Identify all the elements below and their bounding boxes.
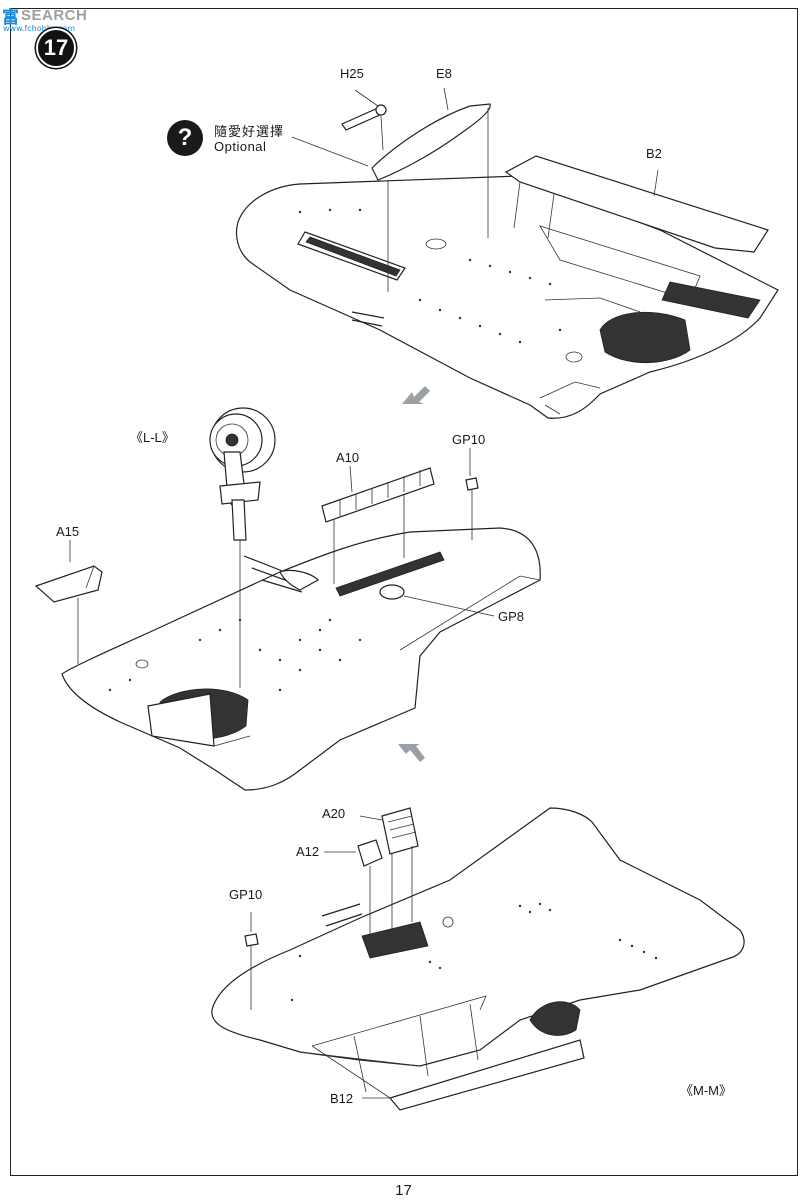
- label-b2: B2: [646, 146, 662, 161]
- label-h25: H25: [340, 66, 364, 81]
- label-gp10-top: GP10: [452, 432, 486, 447]
- final-wing-assembly: [211, 807, 745, 1111]
- lower-wing-assembly: [34, 407, 541, 791]
- part-gp10-top: [465, 477, 479, 491]
- watermark-logo: 富 SEARCH: [2, 2, 87, 28]
- question-icon: ?: [167, 120, 203, 156]
- watermark-cn: 富: [2, 7, 19, 28]
- page-number: 17: [395, 1182, 412, 1199]
- part-b12: [388, 1039, 585, 1111]
- part-gp10-bottom: [244, 933, 259, 947]
- label-a15: A15: [56, 524, 80, 539]
- label-b12: B12: [330, 1091, 354, 1106]
- watermark-url: www.fchobby.com: [3, 24, 75, 33]
- view-label-ll: 《L-L》: [130, 430, 175, 445]
- optional-label-cn: 隨愛好選擇: [214, 125, 285, 140]
- label-a12: A12: [296, 844, 320, 859]
- sequence-arrow: [398, 744, 425, 762]
- label-a10: A10: [336, 450, 360, 465]
- part-a10: [321, 467, 435, 584]
- page-frame: [10, 8, 798, 1176]
- watermark-en: SEARCH: [21, 6, 88, 24]
- part-landing-gear-ll: [209, 407, 276, 688]
- label-e8: E8: [436, 66, 452, 81]
- view-label-mm: 《M-M》: [680, 1083, 732, 1098]
- lower-wing-outline: [61, 527, 541, 791]
- step-number-badge: 17: [36, 28, 76, 68]
- label-a20: A20: [322, 806, 346, 821]
- part-a20: [381, 807, 419, 855]
- final-wing-outline: [211, 807, 745, 1067]
- part-e8: [371, 103, 491, 181]
- sequence-arrow: [402, 386, 430, 404]
- part-gp8: [379, 584, 405, 600]
- label-gp10-bottom: GP10: [229, 887, 263, 902]
- part-a12: [357, 839, 383, 867]
- label-gp8: GP8: [498, 609, 525, 624]
- optional-label-en: Optional: [214, 139, 267, 154]
- upper-wing-assembly: [235, 87, 779, 419]
